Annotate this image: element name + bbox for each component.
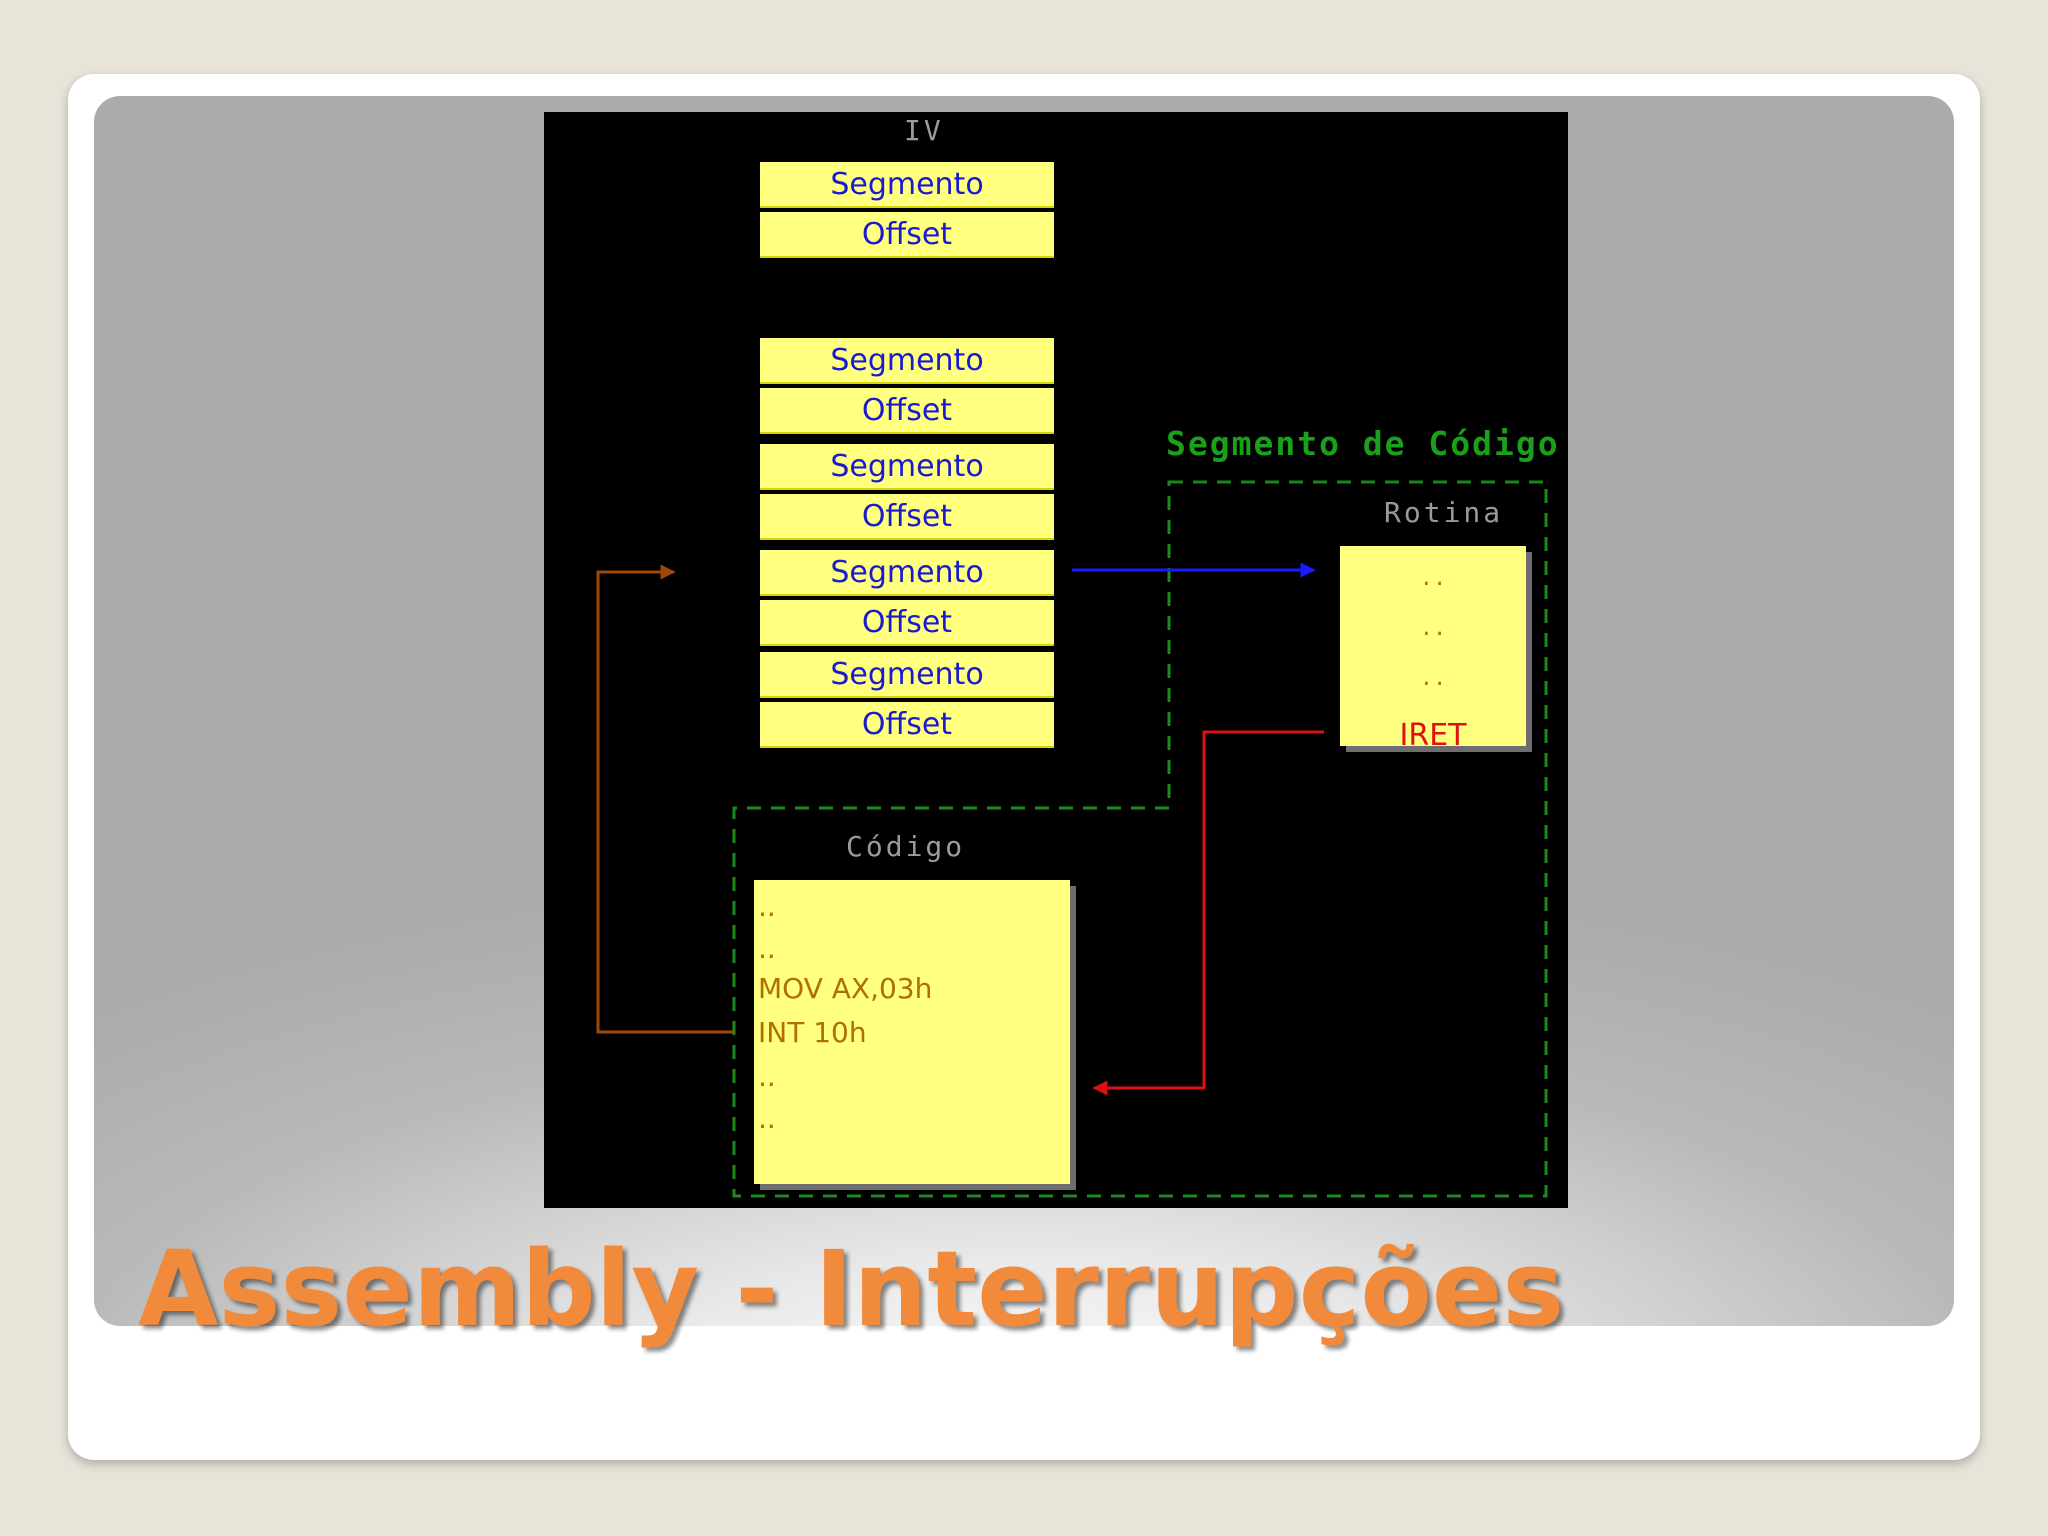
table-header-garbled: IV xyxy=(904,114,944,147)
vector-3-segment: Segmento xyxy=(760,550,1054,596)
vector-2-offset: Offset xyxy=(760,494,1054,540)
handler-line: .. xyxy=(1419,566,1447,591)
slide-title: Assembly - Interrupções xyxy=(138,1228,1565,1350)
program-line: .. xyxy=(758,932,776,965)
vector-4-offset: Offset xyxy=(760,702,1054,748)
vector-3-offset: Offset xyxy=(760,600,1054,646)
vector-2-segment: Segmento xyxy=(760,444,1054,490)
program-garbled-label: Código xyxy=(846,830,966,863)
handler-line: .. xyxy=(1419,616,1447,641)
interrupt-diagram: IV Segmento Offset Segmento Offset Segme… xyxy=(544,112,1568,1208)
vector-1-segment: Segmento xyxy=(760,338,1054,384)
call-arrow xyxy=(596,564,734,1034)
return-arrow xyxy=(1092,730,1324,1096)
diagram-connectors xyxy=(596,480,1548,1198)
code-segment-border xyxy=(732,480,1548,1198)
handler-line: .. xyxy=(1419,666,1447,691)
vector-0-offset: Offset xyxy=(760,212,1054,258)
handler-garbled-label: Rotina xyxy=(1384,496,1504,529)
code-segment-label: Segmento de Código xyxy=(1166,424,1560,463)
program-line-mov: MOV AX,03h xyxy=(758,972,933,1005)
program-line: .. xyxy=(758,1060,776,1093)
program-line-int: INT 10h xyxy=(758,1016,867,1049)
handler-routine-box: .. .. .. IRET xyxy=(1340,546,1526,753)
program-line: .. xyxy=(758,890,776,923)
program-line: .. xyxy=(758,1102,776,1135)
vector-0-segment: Segmento xyxy=(760,162,1054,208)
vector-1-offset: Offset xyxy=(760,388,1054,434)
vector-4-segment: Segmento xyxy=(760,652,1054,698)
program-code-box: .. .. MOV AX,03h INT 10h .. .. xyxy=(754,880,1070,1184)
iret-instruction: IRET xyxy=(1399,718,1467,753)
